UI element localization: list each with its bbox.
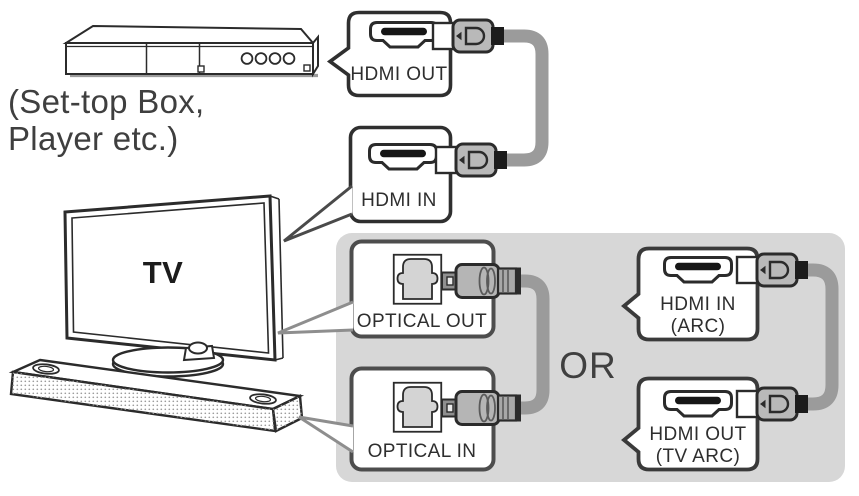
optical-in-label: OPTICAL IN [368,441,477,462]
tv-illustration: TV [63,194,284,378]
callout-tail-optical-out [277,300,354,335]
hdmi-in-label: HDMI IN [361,190,437,211]
hdmi-in-arc-label-line1: HDMI IN [660,294,736,315]
source-device-caption-line1: (Set-top Box, [8,83,205,120]
hdmi-plug-icon [434,142,509,178]
optical-out-label: OPTICAL OUT [357,311,487,332]
optical-port-icon [392,253,443,305]
hdmi-out-tv-arc-label-line1: HDMI OUT [649,424,746,445]
set-top-box-illustration [62,24,319,78]
or-divider-label: OR [559,345,617,386]
callout-tail-hdmi-in [283,184,353,243]
hdmi-cable-arc [802,263,839,411]
soundbar-illustration [8,358,305,433]
source-device-caption-line2: Player etc.) [8,120,179,157]
optical-port-icon [392,381,443,433]
tv-label: TV [143,255,184,290]
optical-cable [516,274,550,415]
hdmi-plug-icon [735,386,810,422]
hdmi-in-arc-label-line2: (ARC) [671,316,726,337]
hdmi-plug-icon [735,252,810,288]
hdmi-cable-top [498,29,549,167]
hdmi-plug-icon [431,18,506,54]
hdmi-out-label: HDMI OUT [350,64,447,85]
hdmi-out-tv-arc-label-line2: (TV ARC) [656,446,740,467]
callout-tail-optical-in [298,415,354,454]
